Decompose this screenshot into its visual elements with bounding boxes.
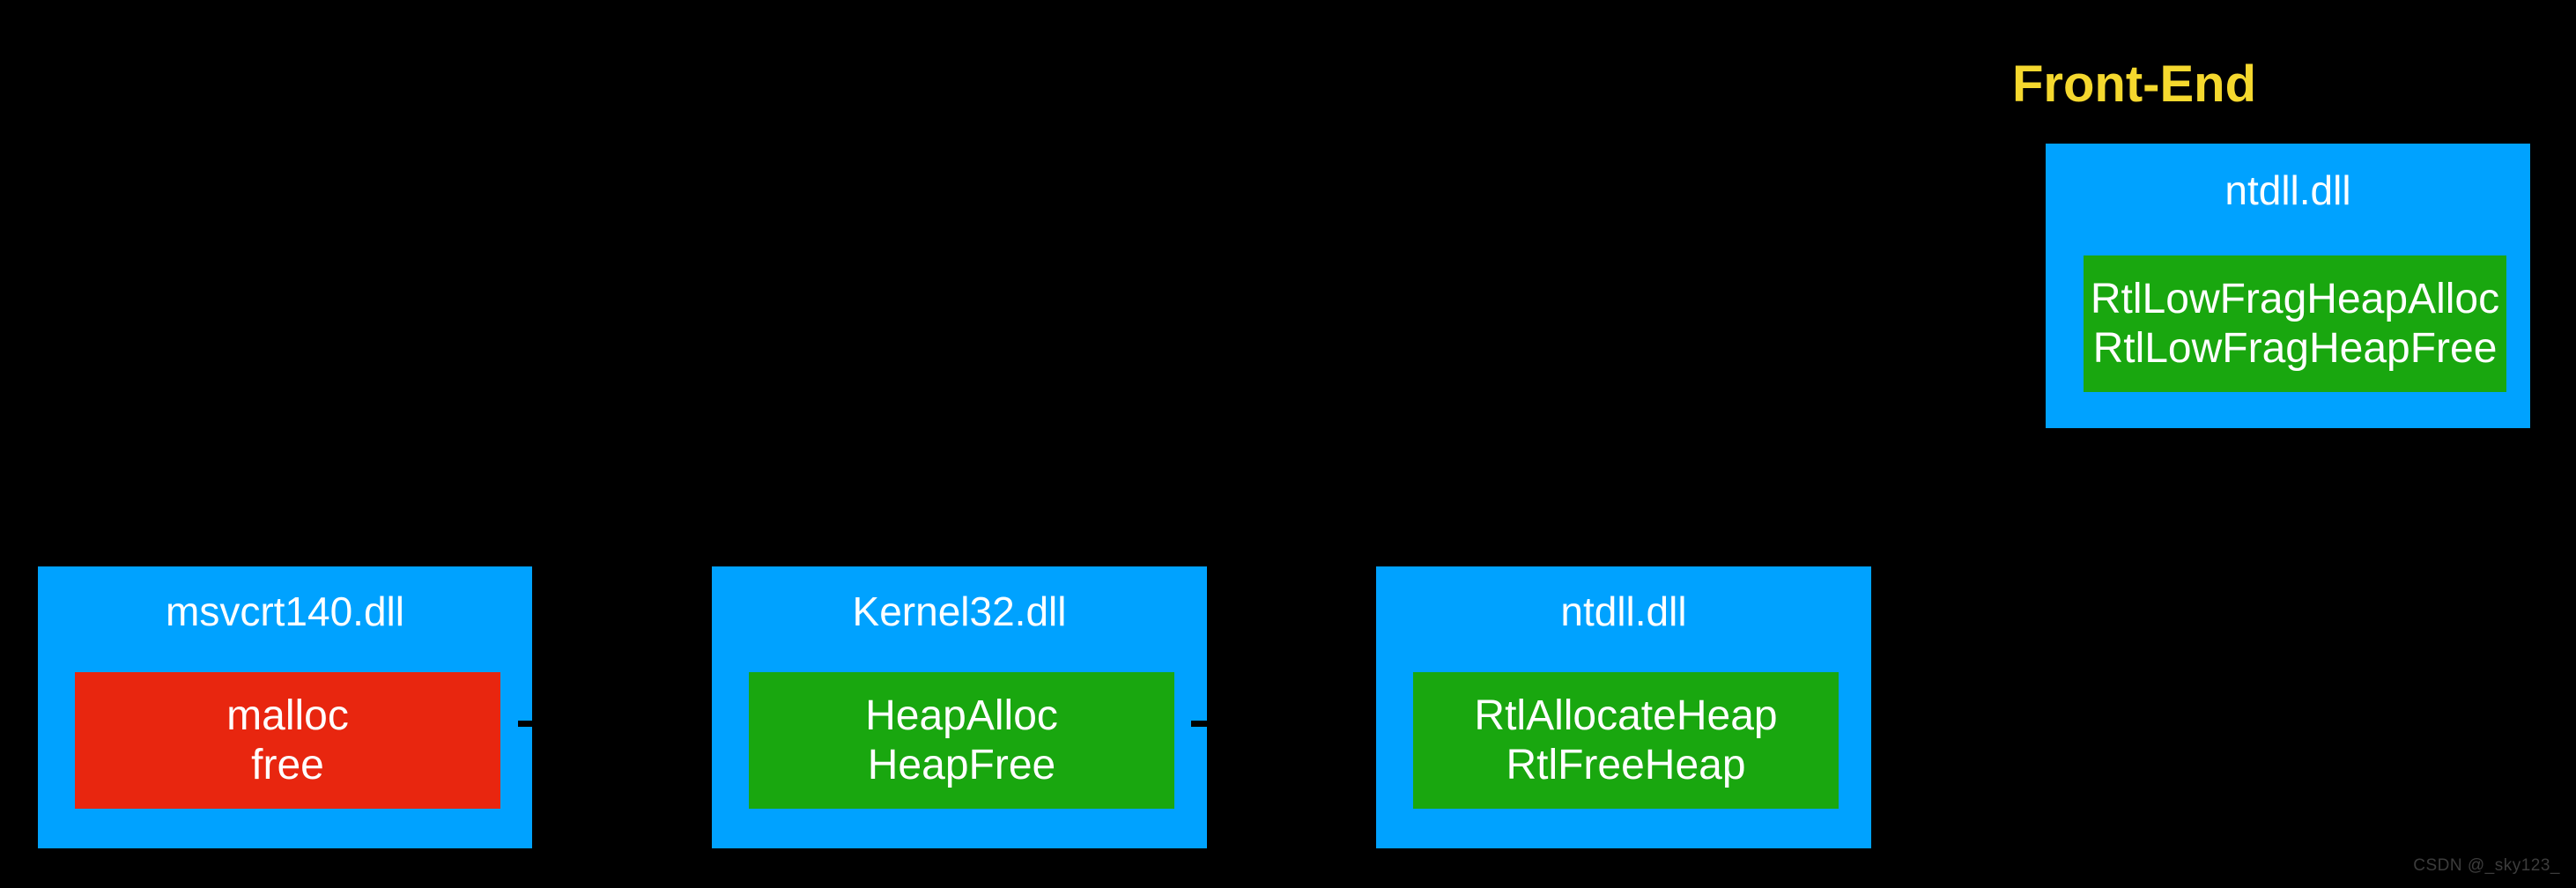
function-label-rtlallocateheap: RtlAllocateHeap xyxy=(1474,692,1778,739)
function-label-rtlfreeheap: RtlFreeHeap xyxy=(1506,741,1746,788)
function-label-rtllowfragheapfree: RtlLowFragHeapFree xyxy=(2092,324,2498,372)
module-title-kernel32: Kernel32.dll xyxy=(852,588,1067,634)
connector-stub-ntdll-back-end-left xyxy=(1361,721,1368,727)
module-title-ntdll-front-end: ntdll.dll xyxy=(2224,167,2351,213)
connector-stub-msvcrt140-right xyxy=(518,721,544,727)
function-label-malloc: malloc xyxy=(226,692,349,739)
connector-stub-kernel32-right xyxy=(1191,721,1218,727)
function-label-free: free xyxy=(251,741,324,788)
function-label-heapalloc: HeapAlloc xyxy=(865,692,1058,739)
front-end-section-label: Front-End xyxy=(2012,56,2257,113)
function-label-rtllowfragheapalloc: RtlLowFragHeapAlloc xyxy=(2090,275,2500,322)
function-block-rtl-heap: RtlAllocateHeap RtlFreeHeap xyxy=(1413,672,1839,809)
module-title-msvcrt140: msvcrt140.dll xyxy=(166,588,404,634)
function-block-crt-allocators: malloc free xyxy=(75,672,500,809)
function-block-low-frag-heap: RtlLowFragHeapAlloc RtlLowFragHeapFree xyxy=(2084,255,2506,392)
connector-stub-kernel32-left xyxy=(696,721,703,727)
module-title-ntdll-back-end: ntdll.dll xyxy=(1560,588,1687,634)
function-block-heap-api: HeapAlloc HeapFree xyxy=(749,672,1174,809)
watermark-text: CSDN @_sky123_ xyxy=(2413,856,2560,875)
connector-stub-front-end-left xyxy=(2032,284,2039,290)
function-label-heapfree: HeapFree xyxy=(867,741,1056,788)
